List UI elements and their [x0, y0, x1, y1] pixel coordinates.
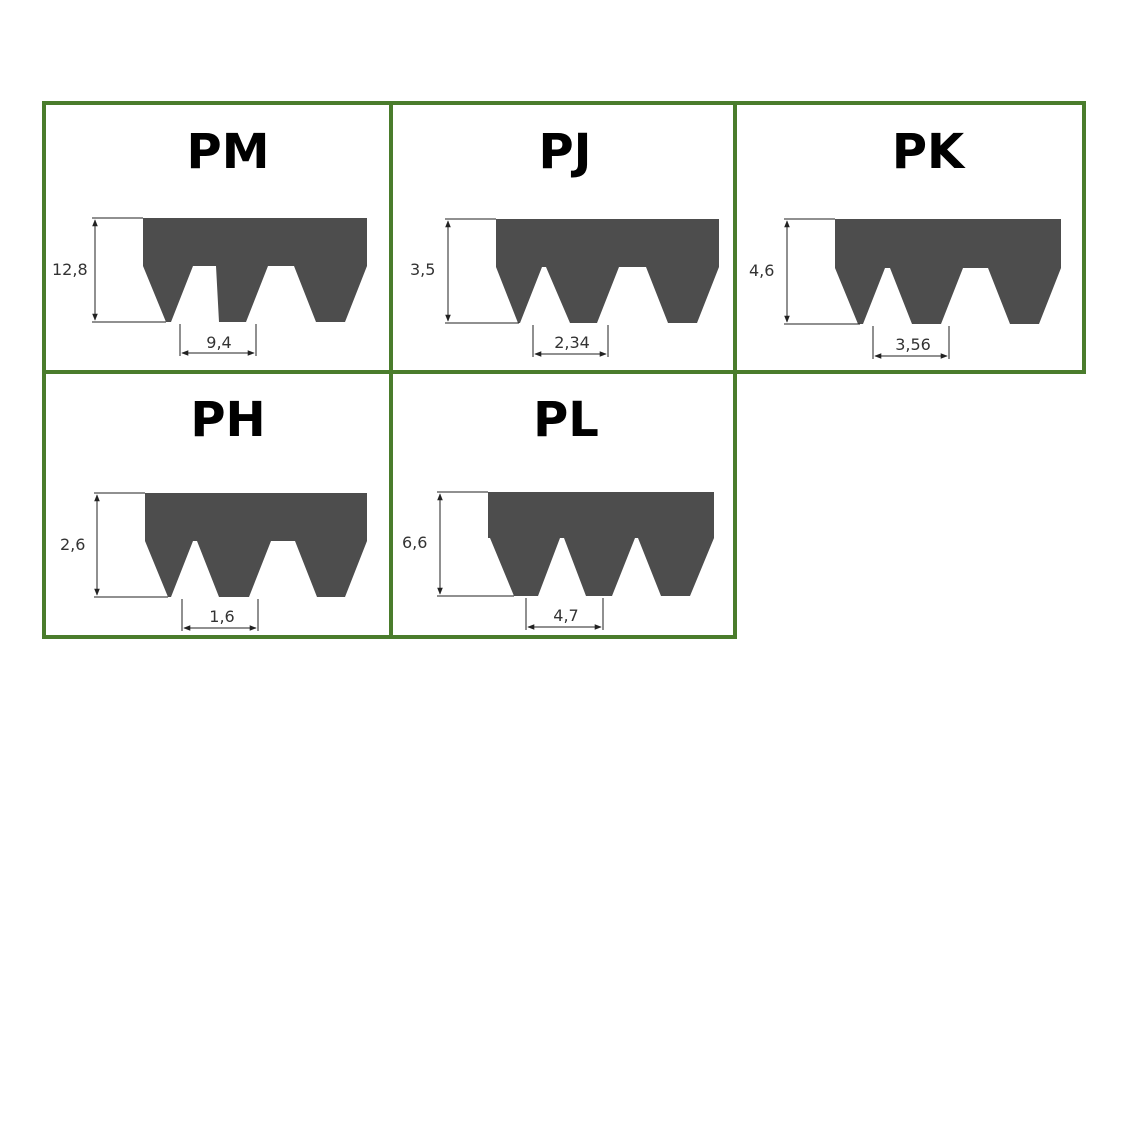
belt-cross-section-fill	[488, 492, 714, 596]
profile-cell: PM 12,8 9,4	[52, 124, 367, 356]
height-label: 12,8	[52, 260, 88, 279]
belt-cross-section-fill	[835, 219, 1061, 324]
profile-title: PL	[533, 392, 599, 448]
dimension-lines	[92, 217, 257, 356]
profile-title: PH	[190, 392, 265, 448]
belt-cross-section-fill	[143, 218, 367, 322]
profile-title: PK	[892, 124, 966, 180]
height-label: 4,6	[749, 261, 774, 280]
pitch-label: 9,4	[206, 333, 231, 352]
profile-cell: PJ 3,5 2,34	[410, 124, 719, 357]
height-label: 2,6	[60, 535, 85, 554]
grid-frame	[42, 101, 1086, 639]
profile-title: PM	[187, 124, 270, 180]
pitch-label: 1,6	[209, 607, 234, 626]
pitch-label: 2,34	[554, 333, 590, 352]
dimension-lines	[784, 218, 950, 359]
belt-cross-section-fill	[145, 493, 367, 597]
profile-cell: PH 2,6 1,6	[60, 392, 367, 631]
height-label: 3,5	[410, 260, 435, 279]
profile-cell: PL 6,6 4,7	[402, 392, 714, 630]
profile-title: PJ	[538, 124, 591, 180]
dimension-lines	[445, 218, 609, 357]
pitch-label: 4,7	[553, 606, 578, 625]
belt-cross-section-fill	[496, 219, 719, 323]
dimension-lines	[94, 492, 259, 631]
pitch-label: 3,56	[895, 335, 931, 354]
profile-cell: PK 4,6 3,56	[749, 124, 1061, 359]
height-label: 6,6	[402, 533, 427, 552]
dimension-lines	[437, 491, 604, 630]
